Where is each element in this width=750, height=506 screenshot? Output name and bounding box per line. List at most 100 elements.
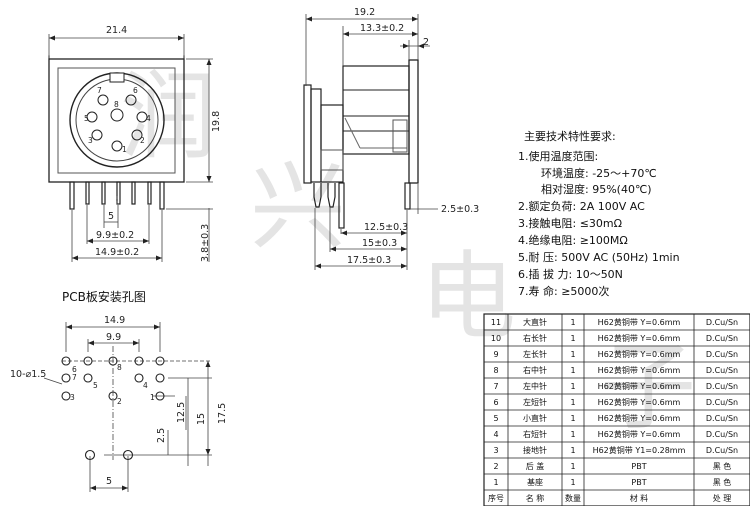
table-cell: D.Cu/Sn: [706, 366, 738, 375]
table-cell: 1: [570, 414, 575, 423]
keyway: [109, 72, 125, 83]
table-cell: H62黄铜带 Y1=0.28mm: [593, 445, 686, 455]
table-cell: 后 盖: [526, 461, 545, 471]
pcb-hole-labels: 6 7 8 5 4 1 2 3: [70, 363, 155, 406]
spec-line: 3.接触电阻: ≤30mΩ: [518, 216, 622, 230]
dim-spacing-b: 14.9±0.2: [95, 247, 139, 258]
table-cell: D.Cu/Sn: [706, 430, 738, 439]
dim-depth: 19.2: [354, 7, 375, 18]
watermark-char-4: 子: [600, 331, 696, 443]
table-header-cell: 处 理: [713, 493, 732, 503]
table-cell: 1: [570, 478, 575, 487]
hole-label: 2: [117, 397, 122, 406]
dim-h1: 2.5: [156, 428, 167, 443]
dim-width: 21.4: [106, 25, 127, 36]
table-cell: H62黄铜带 Y=0.6mm: [598, 397, 681, 407]
table-cell: H62黄铜带 Y=0.6mm: [598, 381, 681, 391]
table-cell: 1: [570, 382, 575, 391]
table-header-cell: 材 料: [630, 493, 649, 503]
table-cell: 右中针: [523, 365, 547, 375]
table-cell: H62黄铜带 Y=0.6mm: [598, 429, 681, 439]
front-arrows: [49, 35, 212, 261]
pin-label: 7: [97, 86, 102, 95]
dim-row-1: 12.5±0.3: [364, 222, 408, 233]
side-dim-labels: 19.2 13.3±0.2 2 2.5±0.3 12.5±0.3 15±0.3 …: [347, 7, 479, 266]
dim-pin-pitch: 5: [108, 211, 114, 222]
hole-label: 4: [143, 381, 148, 390]
table-cell: 2: [493, 462, 498, 471]
table-cell: 右短针: [523, 429, 547, 439]
table-cell: H62黄铜带 Y=0.6mm: [598, 413, 681, 423]
table-cell: 左短针: [523, 397, 547, 407]
table-cell: H62黄铜带 Y=0.6mm: [598, 349, 681, 359]
hole-label: 1: [150, 393, 155, 402]
table-cell: 3: [493, 446, 498, 455]
spec-line: 5.耐 压: 500V AC (50Hz) 1min: [518, 251, 680, 264]
dim-width-inner: 9.9: [106, 332, 121, 343]
pcb-arrows: [66, 324, 211, 491]
table-cell: 1: [570, 334, 575, 343]
front-inner-frame: [57, 67, 176, 174]
front-dimensions: [48, 34, 213, 262]
table-cell: 1: [570, 318, 575, 327]
table-cell: 1: [570, 398, 575, 407]
table-header-cell: 数量: [565, 493, 581, 503]
spec-line: 7.寿 命: ≥5000次: [518, 284, 609, 298]
table-cell: 8: [493, 366, 498, 375]
table-cell: 7: [493, 382, 498, 391]
pcb-holes: [61, 356, 165, 461]
table-grid: [484, 314, 750, 506]
table-cell: 黑 色: [713, 461, 732, 471]
hole-label: 3: [70, 393, 75, 402]
pcb-layout: PCB板安装孔图: [10, 289, 228, 492]
hole-label: 8: [117, 363, 122, 372]
table-cell: 6: [493, 398, 498, 407]
watermark-char-1: 润: [120, 61, 216, 173]
table-cell: D.Cu/Sn: [706, 318, 738, 327]
table-cell: 1: [570, 446, 575, 455]
table-cell: 10: [491, 334, 501, 343]
dim-width-outer: 14.9: [104, 315, 125, 326]
dim-hole: 10-⌀1.5: [10, 369, 46, 380]
table-cell: D.Cu/Sn: [706, 446, 738, 455]
pcb-title: PCB板安装孔图: [62, 289, 146, 304]
side-dimensions: [305, 14, 438, 270]
front-pin-labels: 7 6 8 5 4 3 2 1: [84, 86, 151, 154]
table-cell: 左中针: [523, 381, 547, 391]
table-cell: D.Cu/Sn: [706, 398, 738, 407]
pin-label: 8: [114, 100, 119, 109]
dim-pin-offset: 2.5±0.3: [441, 204, 479, 215]
hole-label: 7: [72, 373, 77, 382]
pin-label: 6: [133, 86, 138, 95]
table-cell: 基座: [527, 477, 543, 487]
spec-line: 相对湿度: 95%(40℃): [541, 182, 652, 196]
spec-block: 主要技术特性要求: 1.使用温度范围: 环境温度: -25～+70℃ 相对湿度:…: [518, 129, 680, 298]
watermark-char-3: 电: [420, 241, 516, 353]
table-cell: H62黄铜带 Y=0.6mm: [598, 365, 681, 375]
table-cell: 1: [570, 462, 575, 471]
table-cell: 1: [570, 366, 575, 375]
table-cell: 1: [493, 478, 498, 487]
dim-height: 19.8: [211, 111, 222, 132]
front-dim-labels: 21.4 19.8 5 9.9±0.2 14.9±0.2 3.8±0.3: [95, 25, 222, 262]
dim-bottom-pitch: 5: [106, 476, 112, 487]
pin-label: 4: [146, 114, 151, 123]
pin-label: 3: [88, 136, 93, 145]
table-cell: D.Cu/Sn: [706, 334, 738, 343]
spec-line: 1.使用温度范围:: [518, 149, 598, 163]
table-cell: 1: [570, 430, 575, 439]
table-header-cell: 名 称: [526, 493, 545, 503]
dim-flange: 2: [423, 37, 429, 48]
table-cell: 大直针: [523, 317, 547, 327]
dim-row-3: 17.5±0.3: [347, 255, 391, 266]
hole-label: 6: [72, 365, 77, 374]
table-cell: H62黄铜带 Y=0.6mm: [598, 333, 681, 343]
dim-h4: 17.5: [217, 403, 228, 424]
side-pins: [313, 182, 411, 229]
contact-holes: [86, 94, 148, 152]
spec-line: 环境温度: -25～+70℃: [541, 166, 657, 180]
table-cell: 接地针: [523, 445, 547, 455]
